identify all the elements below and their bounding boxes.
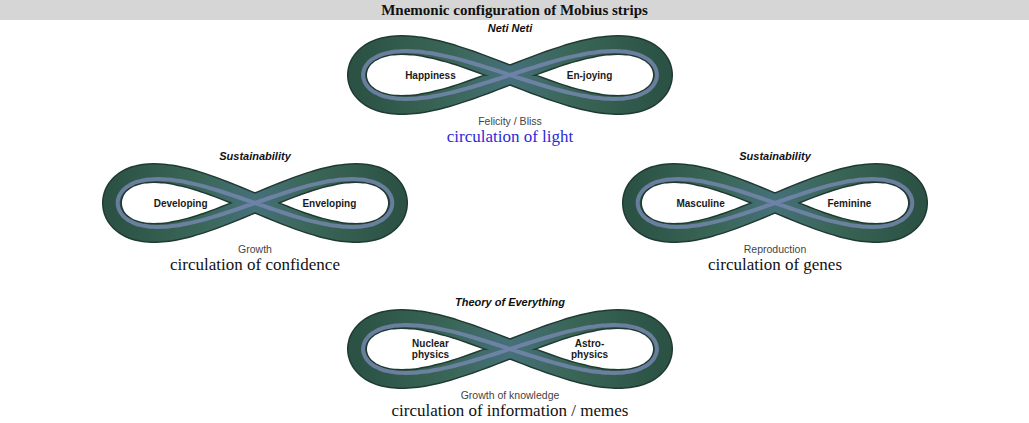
strip-caption: circulation of genes	[620, 255, 930, 274]
strip-subtitle: Felicity / Bliss	[345, 115, 675, 127]
mobius-strip: Theory of EverythingNuclear physics Astro…	[345, 296, 675, 420]
strip-caption: circulation of information / memes	[345, 401, 675, 420]
loop-label: Masculine	[671, 198, 731, 209]
strip-subtitle: Growth of knowledge	[345, 389, 675, 401]
ribbon-body	[357, 319, 663, 379]
strip-subtitle: Growth	[100, 243, 410, 255]
loop-label: Developing	[151, 198, 211, 209]
strip-area: Developing Enveloping	[100, 163, 410, 243]
ribbon-twist-edge	[363, 51, 657, 99]
mobius-strip: SustainabilityMasculine FeminineReproduct…	[620, 150, 930, 274]
ribbon-outline	[632, 173, 918, 233]
strip-subtitle: Reproduction	[620, 243, 930, 255]
strip-heading: Theory of Everything	[345, 296, 675, 309]
diagram-title: Mnemonic configuration of Mobius strips	[381, 2, 648, 18]
mobius-strip: SustainabilityDeveloping EnvelopingGrowth…	[100, 150, 410, 274]
title-bar: Mnemonic configuration of Mobius strips	[0, 0, 1029, 20]
ribbon-outline	[357, 45, 663, 105]
ribbon-body	[632, 173, 918, 233]
strip-heading: Neti Neti	[345, 22, 675, 35]
loop-label: Enveloping	[299, 198, 359, 209]
ribbon-twist-edge	[118, 179, 393, 227]
mobius-strip: Neti NetiHappiness En-joyingFelicity / Bl…	[345, 22, 675, 146]
strip-area: Masculine Feminine	[620, 163, 930, 243]
mobius-ribbon	[100, 163, 410, 243]
ribbon-outline	[357, 319, 663, 379]
ribbon-twist-edge	[363, 325, 657, 373]
ribbon-body	[357, 45, 663, 105]
mobius-ribbon	[345, 309, 675, 389]
mobius-ribbon	[620, 163, 930, 243]
loop-label: Feminine	[819, 198, 879, 209]
strip-caption: circulation of light	[345, 127, 675, 146]
mobius-ribbon	[345, 35, 675, 115]
loop-label: Astro-physics	[560, 338, 620, 360]
strip-caption: circulation of confidence	[100, 255, 410, 274]
ribbon-outline	[112, 173, 398, 233]
strip-heading: Sustainability	[100, 150, 410, 163]
loop-label: Nuclear physics	[400, 338, 460, 360]
loop-label: Happiness	[400, 70, 460, 81]
strip-area: Happiness En-joying	[345, 35, 675, 115]
loop-label: En-joying	[560, 70, 620, 81]
strip-area: Nuclear physics Astro-physics	[345, 309, 675, 389]
ribbon-body	[112, 173, 398, 233]
strip-heading: Sustainability	[620, 150, 930, 163]
ribbon-twist-edge	[638, 179, 913, 227]
